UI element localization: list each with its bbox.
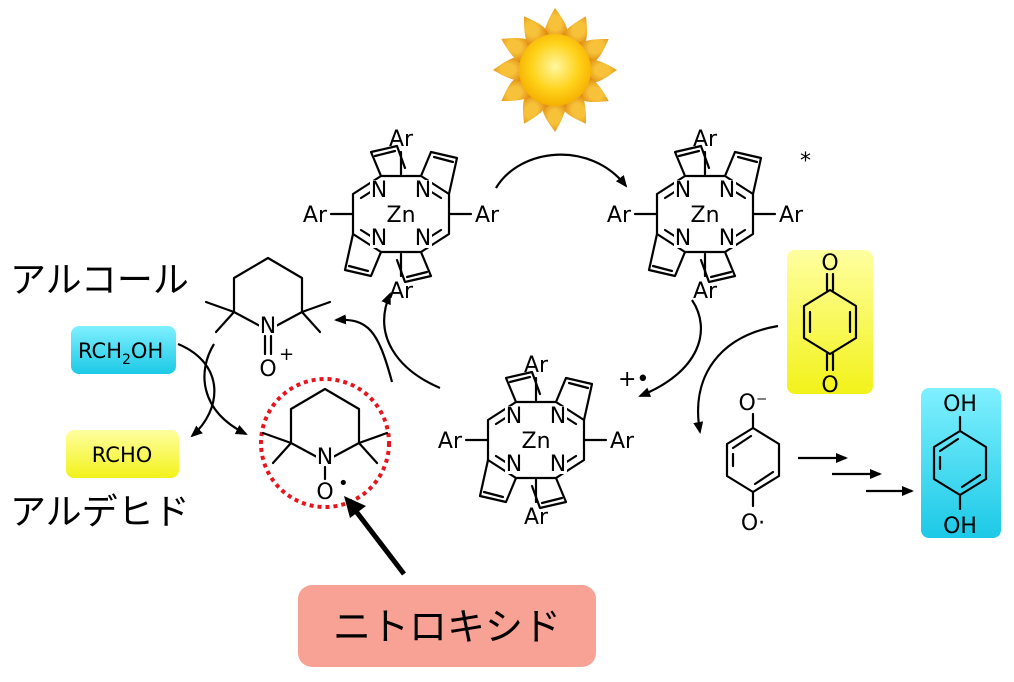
svg-text:OH: OH xyxy=(943,514,977,539)
alcohol-substrate-box: RCH2OH xyxy=(71,326,176,374)
semiquinone-radical-anion: O⁻ O· xyxy=(725,391,781,536)
svg-text:N: N xyxy=(317,445,333,470)
aldehyde-product-box: RCHO xyxy=(66,430,179,478)
excitation-arrow xyxy=(495,153,628,189)
svg-text:O⁻: O⁻ xyxy=(739,391,768,416)
zn-porphyrin-ground xyxy=(301,125,502,306)
quinone-reduction-arrow xyxy=(693,324,779,434)
tempo-oxidation-arrow xyxy=(334,314,394,383)
svg-text:ニトロキシド: ニトロキシド xyxy=(333,605,561,649)
zn-porphyrin-excited xyxy=(605,125,806,306)
pointer-arrow xyxy=(350,504,406,576)
svg-text:RCHO: RCHO xyxy=(92,443,153,467)
oxoammonium-tempo: N O + xyxy=(204,256,332,382)
svg-text:OH: OH xyxy=(943,392,977,417)
electron-transfer-arrow xyxy=(638,299,703,398)
aldehyde-label: アルデヒド xyxy=(10,492,190,533)
alcohol-label: アルコール xyxy=(10,260,189,301)
svg-text:O: O xyxy=(821,373,838,398)
sun-icon xyxy=(493,8,617,132)
benzoquinone-box: O O xyxy=(787,250,873,398)
nitroxide-label-box: ニトロキシド xyxy=(298,585,596,667)
svg-text:+: + xyxy=(279,344,294,365)
oxoammonium-reduction-arrow xyxy=(203,343,248,435)
regeneration-arrow xyxy=(381,292,441,390)
svg-text:N: N xyxy=(260,314,276,339)
excited-state-mark: * xyxy=(800,149,811,174)
tempo-radical: N O • xyxy=(261,387,389,505)
svg-text:O·: O· xyxy=(741,511,765,536)
svg-text:O: O xyxy=(821,251,838,276)
pointer-arrowhead xyxy=(344,496,366,518)
alcohol-oxidation-arrow xyxy=(177,342,216,438)
radical-cation-mark: +• xyxy=(618,367,649,392)
svg-text:O: O xyxy=(316,480,333,505)
zn-porphyrin-radical-cation xyxy=(436,351,637,532)
svg-text:O: O xyxy=(259,357,276,382)
svg-text:RCH2OH: RCH2OH xyxy=(78,339,163,368)
hydroquinone-box: OH OH xyxy=(921,388,1001,539)
highlight-circle xyxy=(259,377,391,509)
svg-text:•: • xyxy=(338,473,349,494)
